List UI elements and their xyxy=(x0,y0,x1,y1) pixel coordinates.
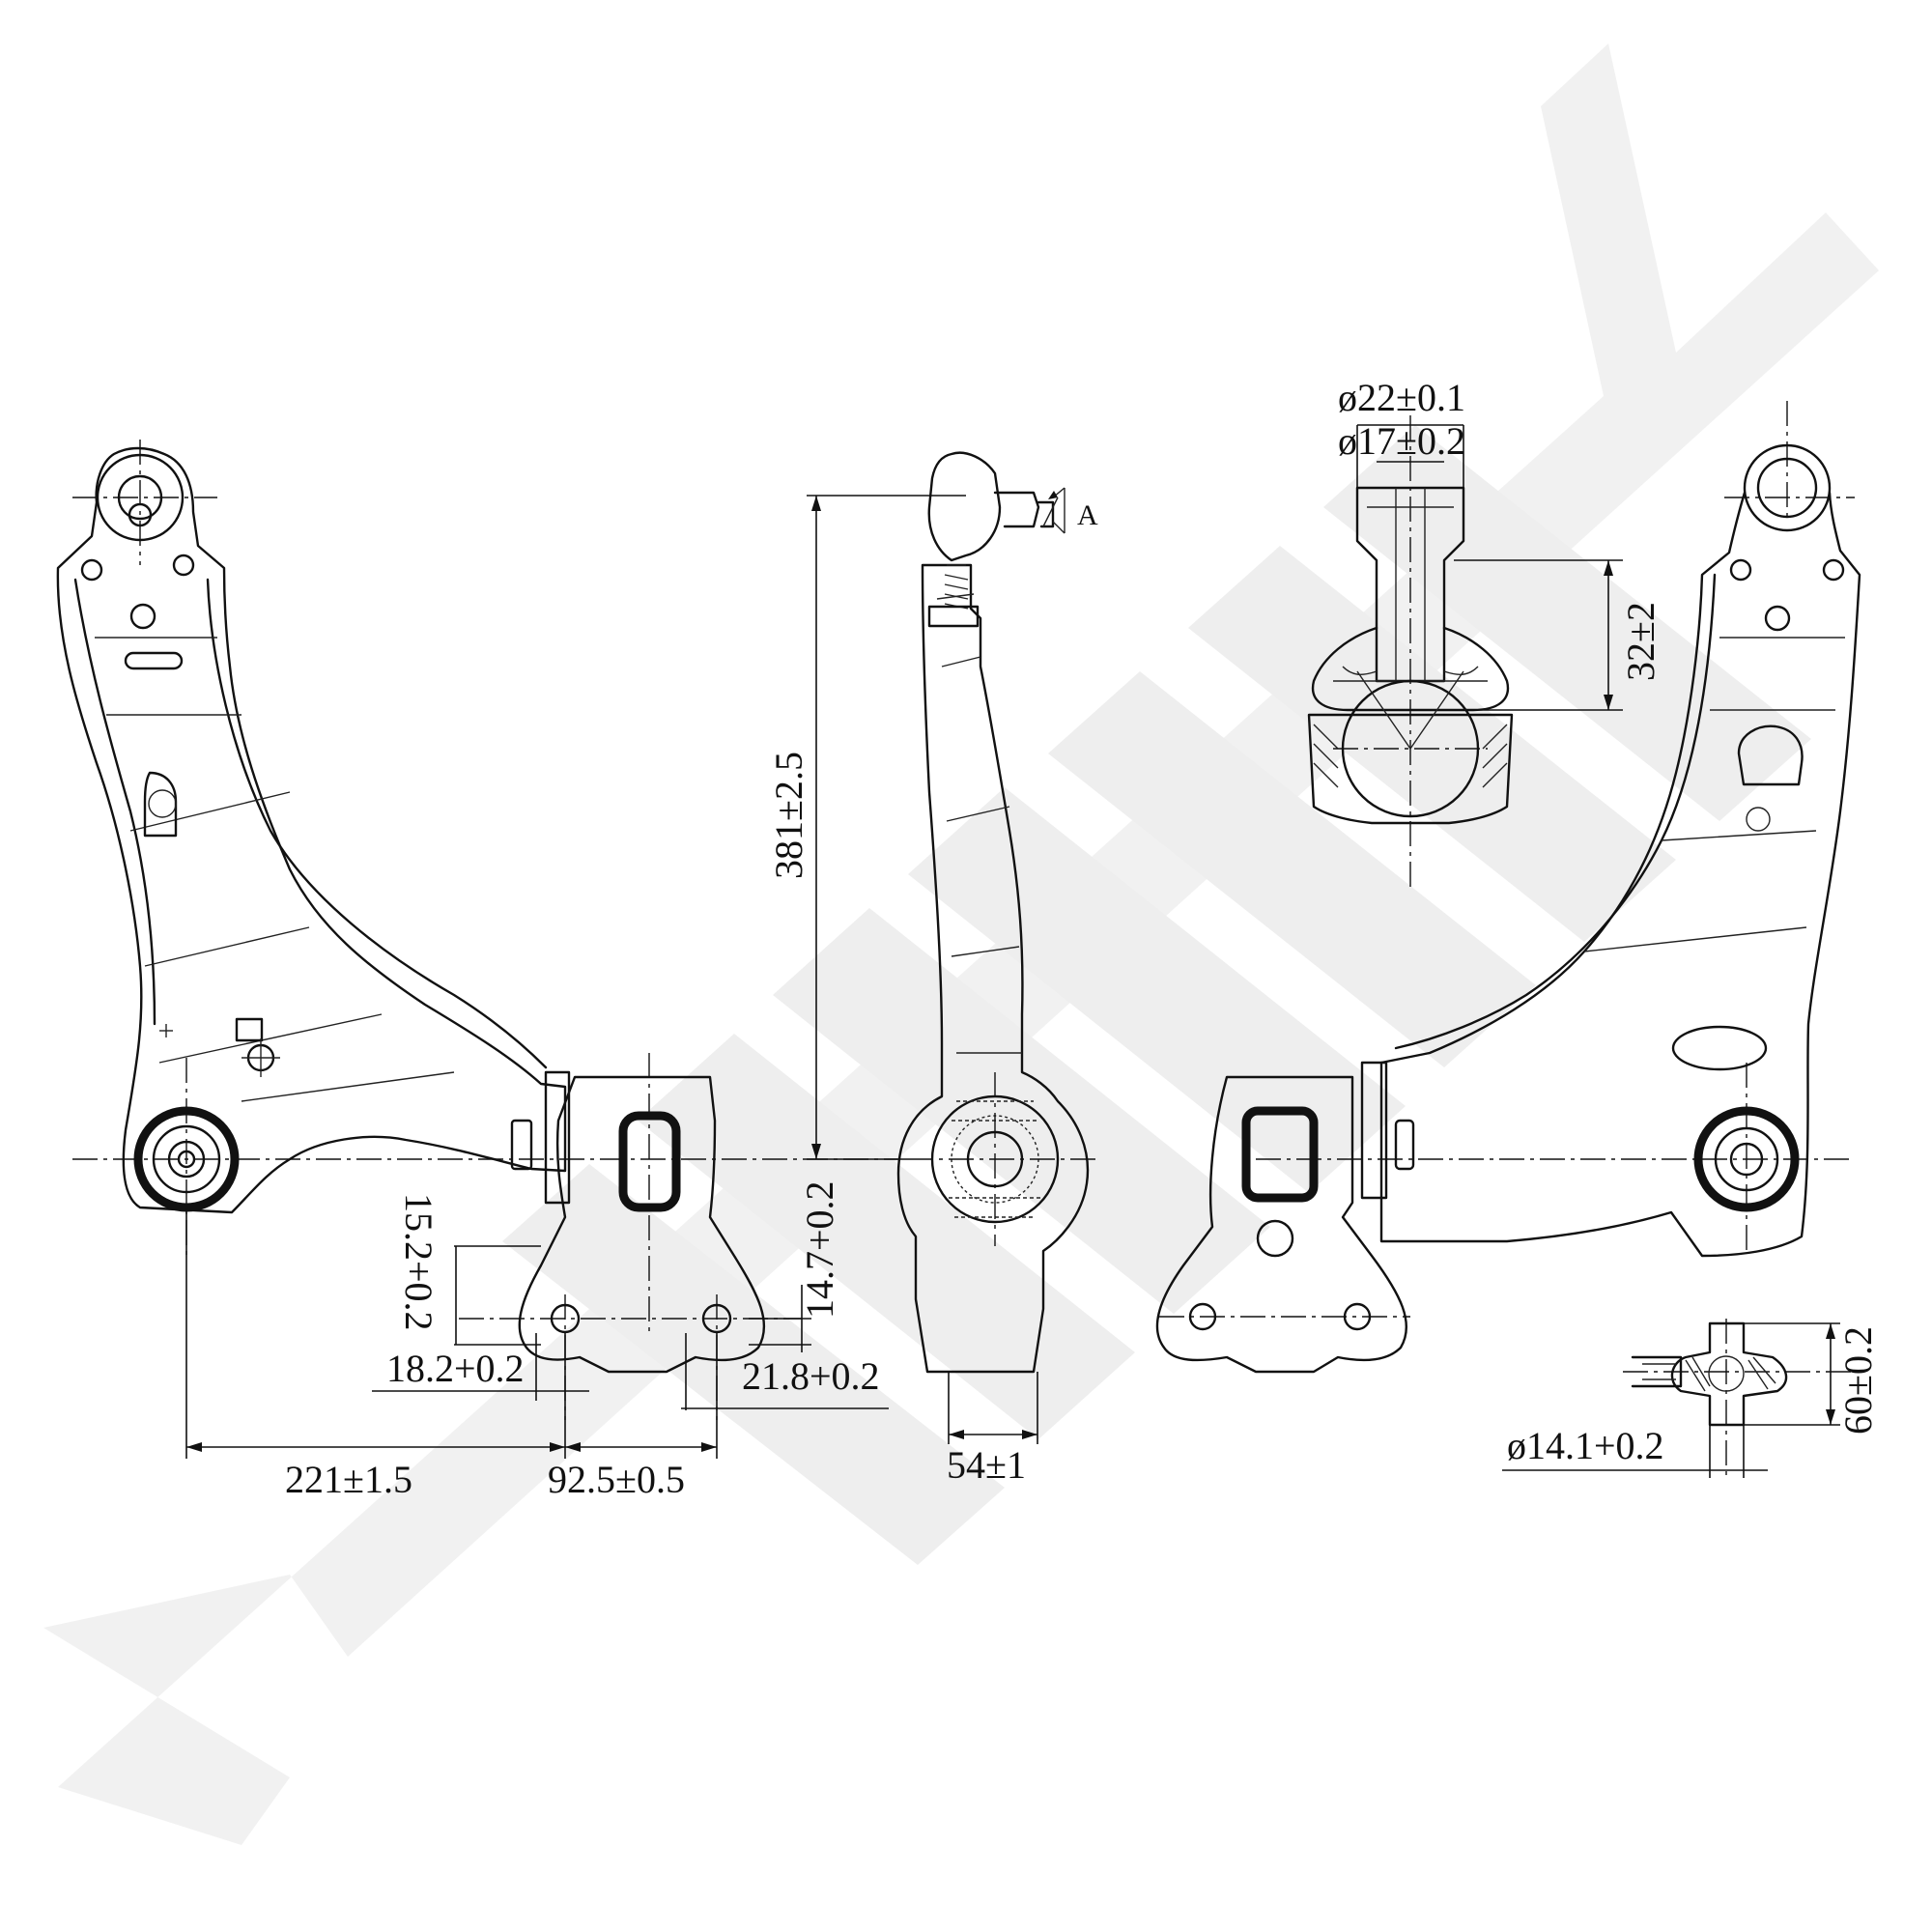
oval-cutout-icon xyxy=(1671,1025,1768,1071)
rear-view-bushing xyxy=(1693,1106,1800,1212)
side-view: A xyxy=(896,451,1101,1374)
pocket-icon xyxy=(143,771,178,838)
rivet-slot-icon xyxy=(1394,1119,1415,1171)
ball-joint-housing xyxy=(96,453,185,542)
arm-ribs xyxy=(95,637,455,1102)
bushing-detail: 60±0.2 ø14.1+0.2 xyxy=(1502,1319,1880,1478)
hole-icon xyxy=(129,603,156,630)
pocket-icon xyxy=(1737,724,1804,786)
rivet-icon xyxy=(80,558,103,582)
socket-housing xyxy=(1307,713,1514,825)
bushing-section-icon xyxy=(1670,1321,1788,1427)
hole-icon xyxy=(1746,807,1771,832)
square-mark-icon xyxy=(235,1017,264,1042)
rear-bushing-rubber xyxy=(618,1111,681,1212)
arm-inner-edge xyxy=(73,578,548,1069)
mount-hole-icon xyxy=(1256,1219,1294,1258)
dim-32: 32±2 xyxy=(1619,602,1662,681)
rivet-icon xyxy=(172,554,195,577)
section-label-a: A xyxy=(1077,499,1098,531)
ball-joint-section: ø22±0.1 ø17±0.2 32±2 xyxy=(1307,376,1662,889)
dim-60: 60±0.2 xyxy=(1836,1326,1880,1435)
rivet-icon xyxy=(1822,558,1845,582)
watermark-logo xyxy=(43,43,1879,1845)
dim-14-7: 14.7+0.2 xyxy=(798,1180,841,1319)
rear-view-bushing-rubber xyxy=(1241,1106,1319,1203)
front-view xyxy=(56,440,898,1420)
dim-54: 54±1 xyxy=(947,1443,1026,1487)
arm-outline xyxy=(56,446,567,1214)
rear-view xyxy=(1155,401,1861,1374)
dim-381: 381±2.5 xyxy=(767,752,810,879)
hole-icon xyxy=(1764,605,1791,632)
dim-221: 221±1.5 xyxy=(285,1458,412,1501)
dim-18-2: 18.2+0.2 xyxy=(386,1347,525,1390)
side-ball-joint xyxy=(927,451,1002,562)
dust-boot xyxy=(1311,626,1510,712)
rear-arm-outline xyxy=(1379,491,1861,1258)
rear-bushing-bracket xyxy=(518,1075,766,1374)
dim-14-1: ø14.1+0.2 xyxy=(1507,1424,1664,1467)
dim-15-2: 15.2+0.2 xyxy=(397,1193,440,1331)
slot-icon xyxy=(124,651,184,670)
side-arm-body xyxy=(896,563,1090,1374)
dim-21-8: 21.8+0.2 xyxy=(742,1354,880,1398)
dim-17: ø17±0.2 xyxy=(1338,419,1465,463)
rivet-icon xyxy=(1729,558,1752,582)
side-view-dimensions: 381±2.5 54±1 xyxy=(767,495,1038,1487)
ball-joint-stud xyxy=(117,474,163,521)
dim-22: ø22±0.1 xyxy=(1338,376,1465,419)
front-view-dimensions: 221±1.5 92.5±0.5 18.2+0.2 21.8+0.2 15.2+… xyxy=(185,1180,889,1501)
dim-92-5: 92.5±0.5 xyxy=(548,1458,685,1501)
rivet-slot-icon xyxy=(510,1119,533,1171)
rear-ball-joint-housing xyxy=(1743,443,1832,532)
